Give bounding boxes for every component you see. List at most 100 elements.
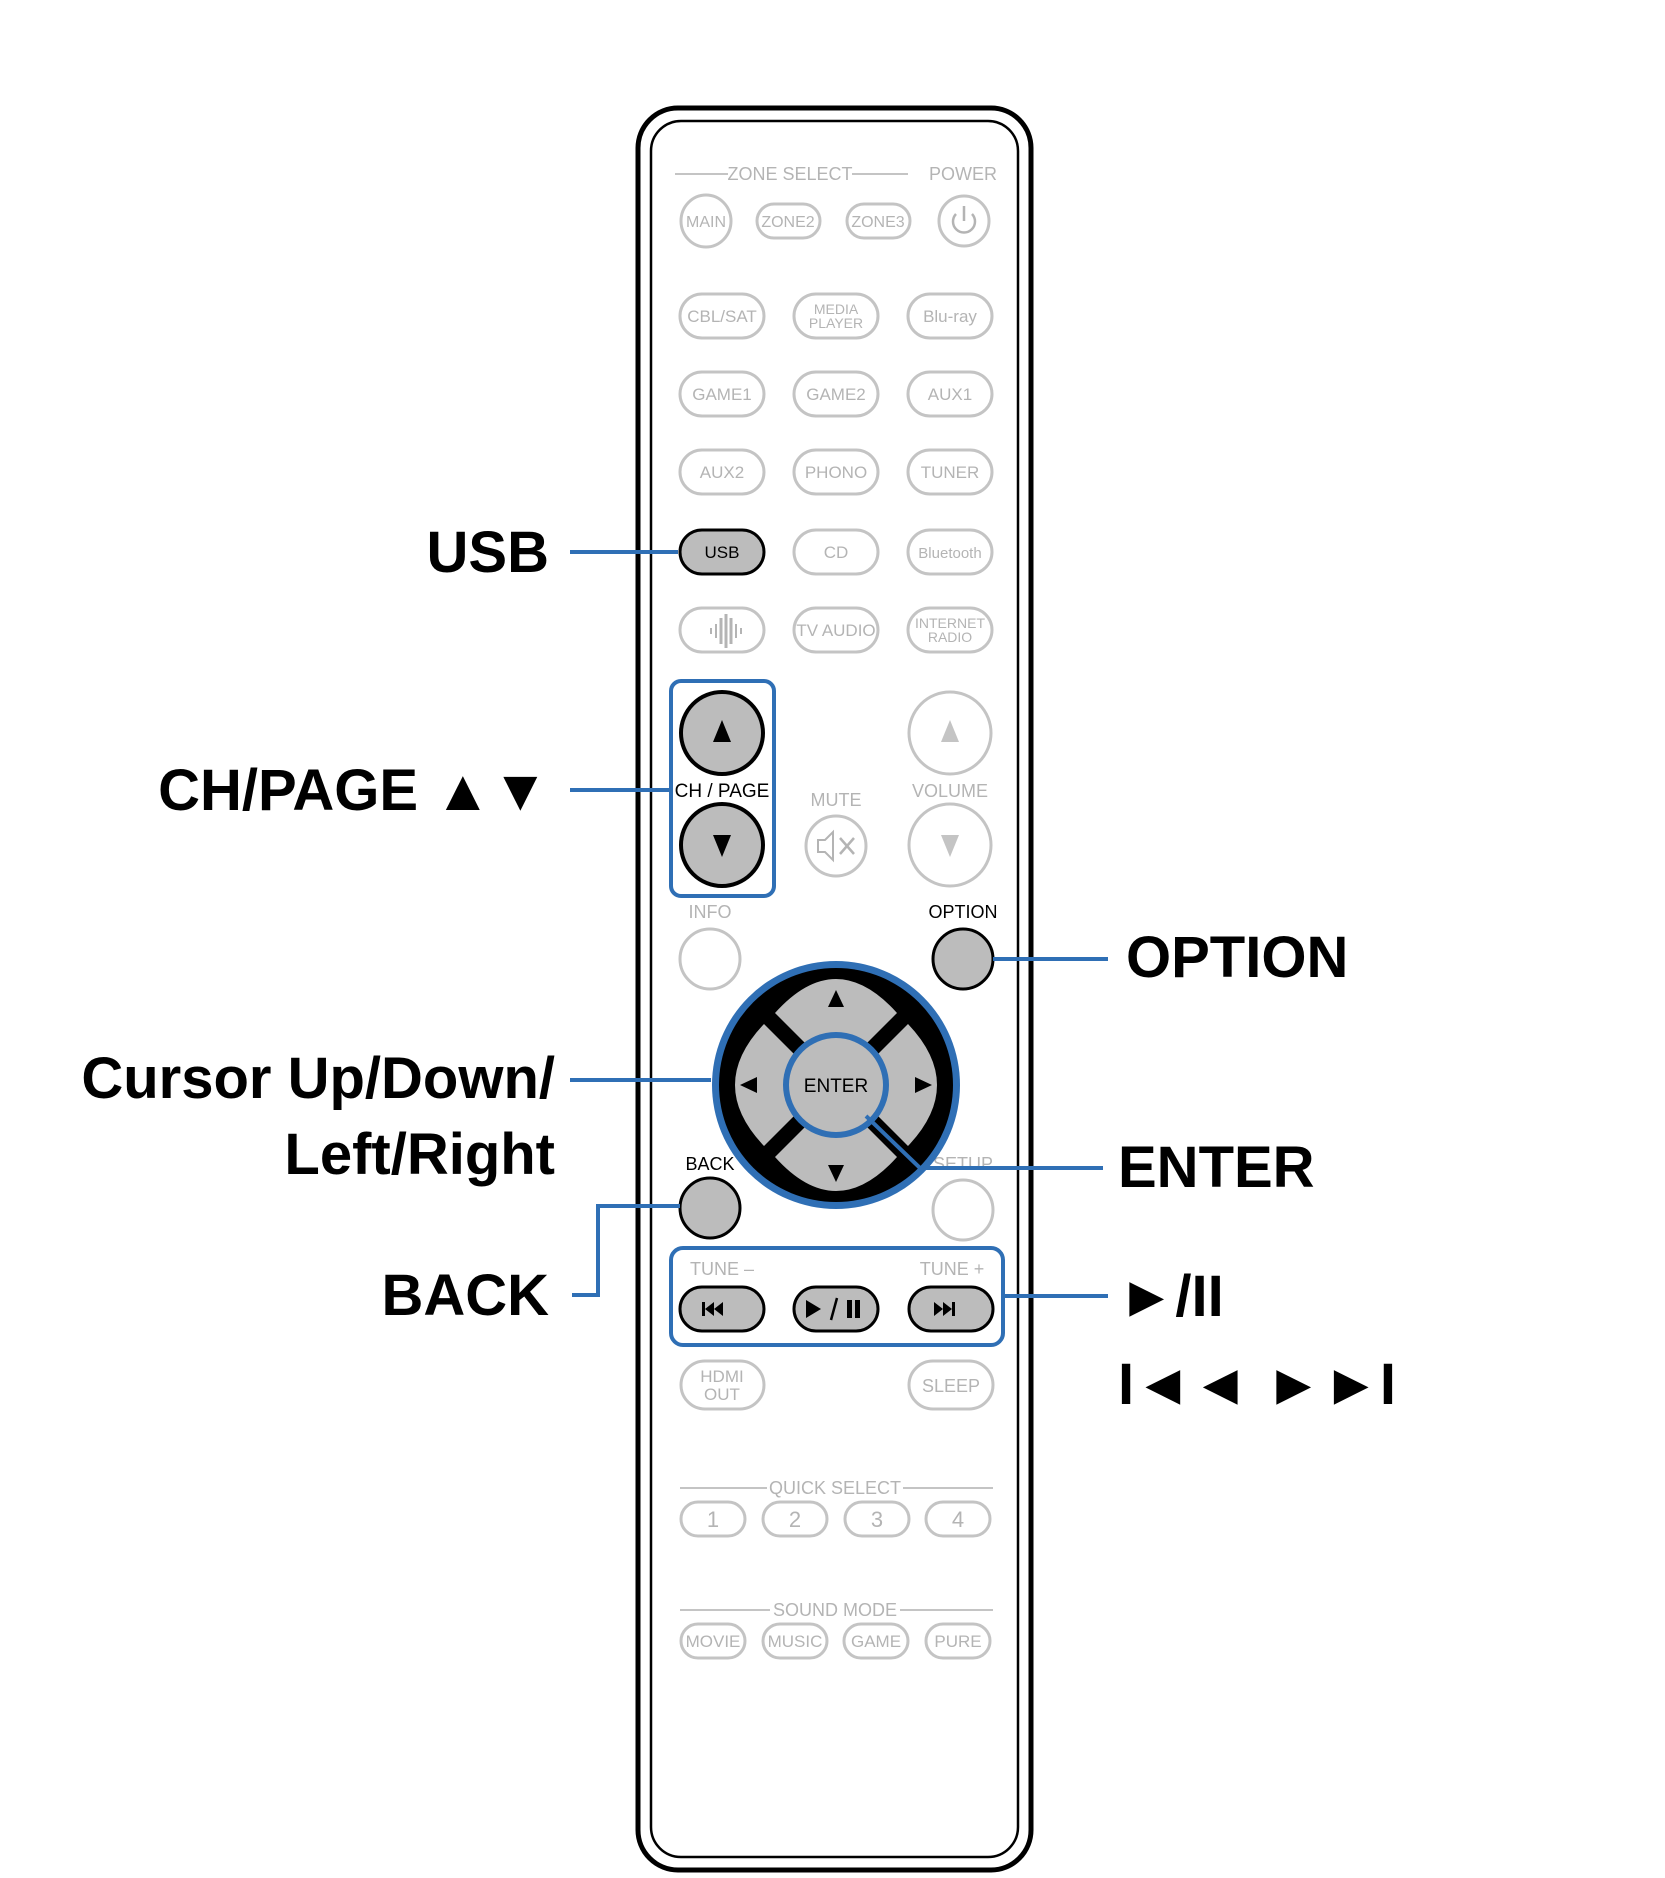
option-button[interactable] [931,927,995,991]
sound-mode-label: GAME [851,1632,901,1651]
source-button-label: AUX1 [928,385,972,404]
skip-callout: I◄◄ ►►I [1118,1352,1396,1417]
back-button[interactable] [678,1176,742,1240]
hdmi-out-line2: OUT [704,1385,740,1404]
source-button-usb[interactable]: USB [678,528,766,576]
quick-select-buttons: 1 2 3 4 [679,1500,992,1538]
quick-select-button-4[interactable]: 4 [924,1500,992,1538]
hdmi-out-button[interactable]: HDMI OUT [679,1359,766,1411]
tune-minus-label: TUNE – [690,1259,754,1279]
sleep-button[interactable]: SLEEP [907,1359,995,1411]
info-label: INFO [689,902,732,922]
source-button-label: GAME2 [806,385,866,404]
source-button-cbl-sat[interactable]: CBL/SAT [678,292,766,340]
cursor-left-button[interactable] [735,1024,801,1146]
quick-select-button-1[interactable]: 1 [679,1500,747,1538]
zone-main-button[interactable]: MAIN [679,193,733,249]
svg-text:ZONE3: ZONE3 [851,214,904,231]
down-arrow-icon [713,835,731,857]
source-button-label: Bluetooth [918,545,981,562]
sound-mode-label: PURE [934,1632,981,1651]
enter-callout: ENTER [1118,1135,1315,1200]
info-button[interactable] [678,927,742,991]
cursor-up-button[interactable] [775,979,897,1050]
source-button-label: CBL/SAT [687,307,757,326]
zone3-button[interactable]: ZONE3 [845,202,912,240]
power-button[interactable] [937,194,991,248]
source-button-tv-audio[interactable]: TV AUDIO [792,606,880,654]
skip-back-button[interactable] [678,1285,766,1333]
mute-icon [817,829,855,863]
source-button-blu-ray[interactable]: Blu-ray [906,292,994,340]
source-button-label: AUX2 [700,463,744,482]
sound-mode-label: MUSIC [768,1632,823,1651]
source-button-label: TV AUDIO [796,621,875,640]
setup-button[interactable] [931,1178,995,1242]
source-button-label: Blu-ray [923,307,977,326]
source-button-aux2[interactable]: AUX2 [678,448,766,496]
ch-page-down-button[interactable] [679,802,765,888]
quick-select-label: QUICK SELECT [769,1478,901,1498]
heos-icon [710,614,742,648]
back-callout: BACK [381,1263,549,1328]
source-button-phono[interactable]: PHONO [792,448,880,496]
source-button-label: MEDIA [814,301,859,317]
source-button-game2[interactable]: GAME2 [792,370,880,418]
volume-up-button[interactable] [907,690,993,776]
play-pause-button[interactable] [792,1285,880,1333]
ch-page-callout: CH/PAGE ▲▼ [158,758,549,823]
skip-back-icon [702,1302,723,1316]
source-button-tuner[interactable]: TUNER [906,448,994,496]
source-button-aux1[interactable]: AUX1 [906,370,994,418]
source-button-label: PHONO [805,463,867,482]
hdmi-out-line1: HDMI [700,1367,743,1386]
zone2-button[interactable]: ZONE2 [755,202,822,240]
quick-select-label: 4 [952,1507,964,1532]
right-arrow-icon [915,1077,932,1093]
quick-select-label: 3 [871,1507,883,1532]
source-button-label: TUNER [921,463,980,482]
source-button-label: RADIO [928,629,972,645]
ch-page-group: CH / PAGE [669,679,776,898]
down-arrow-icon [828,1165,844,1182]
sound-mode-header: SOUND MODE [680,1600,993,1620]
source-button-label: CD [824,543,849,562]
volume-label: VOLUME [912,781,988,801]
source-button-cd[interactable]: CD [792,528,880,576]
sound-mode-buttons: MOVIE MUSIC GAME PURE [679,1622,992,1660]
cursor-pad: ENTER [712,961,960,1209]
enter-button[interactable]: ENTER [783,1032,889,1138]
ch-page-up-button[interactable] [679,690,765,776]
skip-forward-button[interactable] [907,1285,995,1333]
play-pause-callout: ►/II [1118,1264,1224,1329]
source-button-bluetooth[interactable]: Bluetooth [906,528,994,576]
up-arrow-icon [828,990,844,1007]
sound-mode-button-game[interactable]: GAME [842,1622,910,1660]
option-label: OPTION [928,902,997,922]
svg-text:MAIN: MAIN [686,214,726,231]
sound-mode-button-movie[interactable]: MOVIE [679,1622,747,1660]
mute-button[interactable] [804,814,868,878]
source-button-game1[interactable]: GAME1 [678,370,766,418]
quick-select-label: 2 [789,1507,801,1532]
quick-select-button-3[interactable]: 3 [843,1500,911,1538]
cursor-down-button[interactable] [775,1120,897,1191]
volume-down-button[interactable] [907,802,993,888]
ch-page-label: CH / PAGE [675,781,770,802]
sound-mode-button-music[interactable]: MUSIC [761,1622,829,1660]
cursor-right-button[interactable] [871,1024,937,1146]
enter-callout-line [864,1114,1103,1170]
usb-callout: USB [427,520,549,585]
back-label: BACK [685,1154,734,1174]
svg-text:SLEEP: SLEEP [922,1376,980,1396]
setup-label: SETUP [933,1154,993,1174]
cursor-callout-line1: Cursor Up/Down/ [81,1046,555,1111]
quick-select-button-2[interactable]: 2 [761,1500,829,1538]
up-arrow-icon [713,720,731,742]
source-button-label: USB [705,543,740,562]
zone-select-label: ZONE SELECT [727,164,852,184]
sound-mode-button-pure[interactable]: PURE [924,1622,992,1660]
